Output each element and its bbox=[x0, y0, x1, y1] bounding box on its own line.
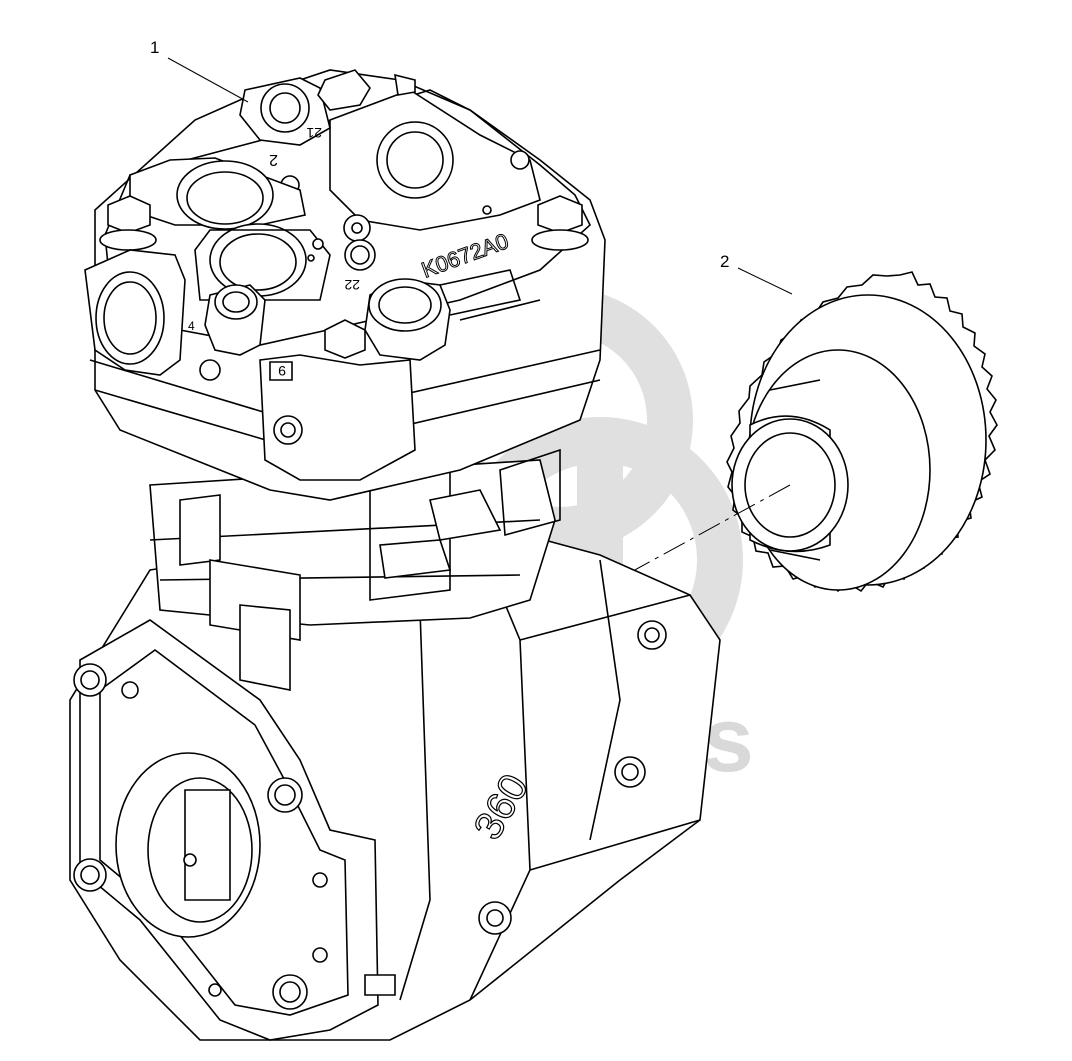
compressor-part bbox=[69, 69, 721, 1041]
marking-port-9: 9 bbox=[278, 363, 286, 379]
marking-port-2: 2 bbox=[269, 151, 278, 168]
marking-port-21: 21 bbox=[306, 125, 322, 141]
gear-part bbox=[726, 271, 998, 593]
head-bolts bbox=[99, 195, 589, 359]
marking-port-4: 4 bbox=[188, 319, 195, 333]
leader-line-2 bbox=[737, 267, 793, 295]
flange-bolts bbox=[73, 663, 328, 1010]
callout-1: 1 bbox=[150, 38, 160, 57]
marking-port-22: 22 bbox=[344, 277, 360, 293]
callout-2: 2 bbox=[720, 252, 730, 271]
leader-line-1 bbox=[167, 57, 249, 103]
